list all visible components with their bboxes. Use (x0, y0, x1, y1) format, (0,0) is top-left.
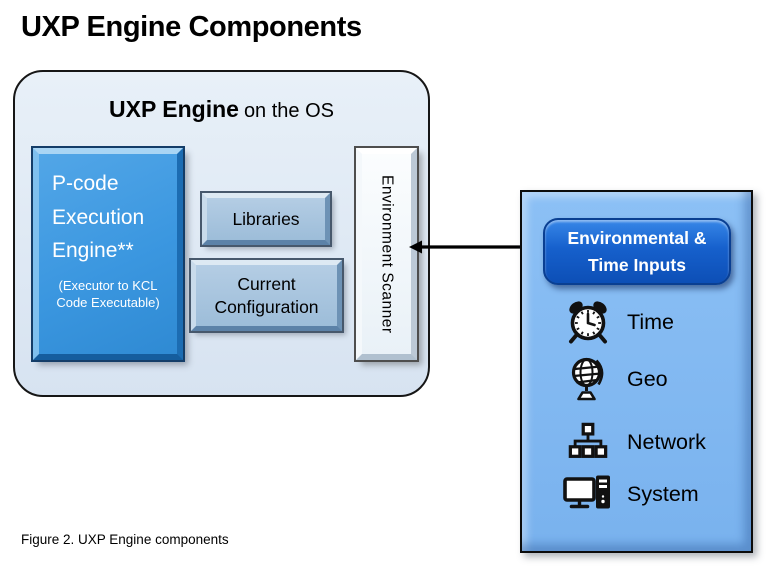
input-label-network: Network (627, 430, 706, 454)
current-configuration-box: Current Configuration (191, 260, 342, 331)
engine-heading-rest: on the OS (243, 100, 334, 122)
input-row-network: Network (560, 422, 706, 463)
alarm-clock-icon (560, 299, 616, 345)
input-row-system: System (560, 473, 699, 515)
engine-heading-bold: UXP Engine (109, 96, 239, 122)
environment-scanner-box: Environment Scanner (356, 148, 417, 360)
pcode-box-subtitle: (Executor to KCL Code Executable) (56, 277, 160, 311)
pcode-execution-engine-box: P-code Execution Engine** (Executor to K… (33, 148, 183, 360)
libraries-box: Libraries (202, 193, 330, 245)
input-label-system: System (627, 481, 699, 506)
input-label-time: Time (627, 309, 674, 334)
globe-icon (560, 355, 616, 403)
input-row-time: Time (560, 299, 674, 345)
figure-caption: Figure 2. UXP Engine components (21, 532, 229, 547)
page-title: UXP Engine Components (21, 11, 362, 43)
input-row-geo: Geo (560, 355, 668, 403)
network-icon (560, 422, 616, 463)
desktop-computer-icon (560, 473, 616, 515)
input-label-geo: Geo (627, 366, 668, 391)
environmental-time-inputs-panel: Environmental & Time Inputs (520, 190, 753, 553)
environment-scanner-label: Environment Scanner (378, 174, 396, 334)
pcode-box-title: P-code Execution Engine** (52, 172, 145, 263)
environmental-time-inputs-header: Environmental & Time Inputs (543, 218, 731, 285)
